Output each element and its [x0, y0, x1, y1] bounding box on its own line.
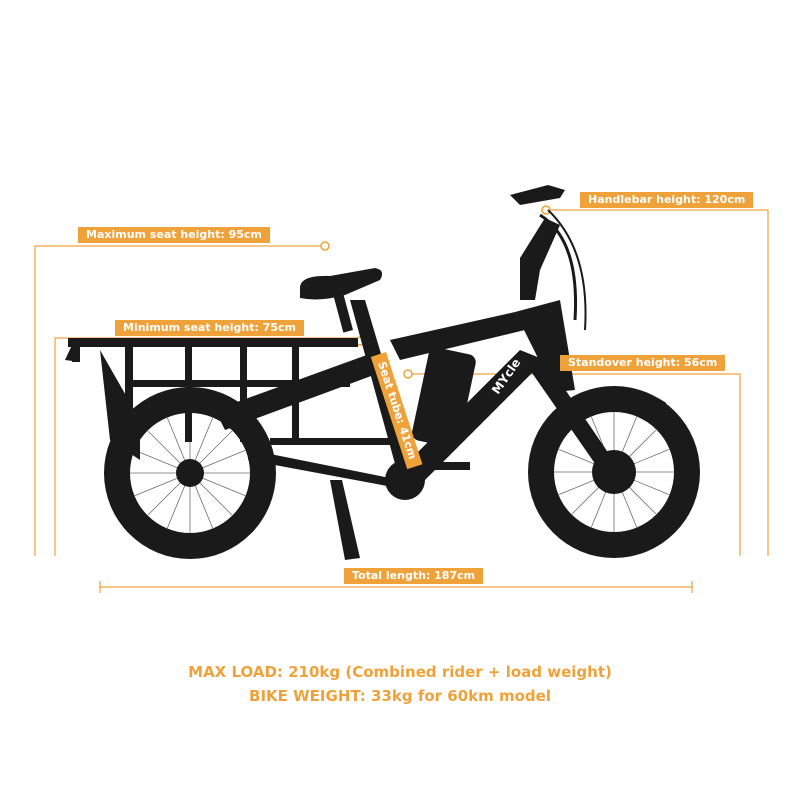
max-load-spec: MAX LOAD: 210kg (Combined rider + load w… — [188, 663, 612, 681]
min-seat-height-label: Minimum seat height: 75cm — [115, 320, 304, 336]
rear-wheel — [104, 387, 276, 559]
max-seat-height-label: Maximum seat height: 95cm — [78, 227, 270, 243]
standover-height-line — [410, 373, 741, 556]
max-seat-height-marker — [320, 241, 330, 251]
handlebar-height-marker — [541, 205, 551, 215]
bike-weight-spec: BIKE WEIGHT: 33kg for 60km model — [249, 687, 551, 705]
standover-height-marker — [403, 369, 413, 379]
seat-assembly — [300, 268, 383, 333]
total-length-label: Total length: 187cm — [344, 568, 484, 584]
main-frame — [215, 300, 620, 560]
handlebar-assembly — [510, 185, 587, 331]
handlebar-height-label: Handlebar height: 120cm — [580, 192, 754, 208]
bike-silhouette — [65, 185, 700, 560]
handlebar-height-line — [548, 209, 769, 556]
rear-light — [65, 345, 80, 362]
front-fender — [589, 386, 667, 408]
standover-height-label: Standover height: 56cm — [560, 355, 726, 371]
max-seat-height-line — [34, 245, 325, 556]
